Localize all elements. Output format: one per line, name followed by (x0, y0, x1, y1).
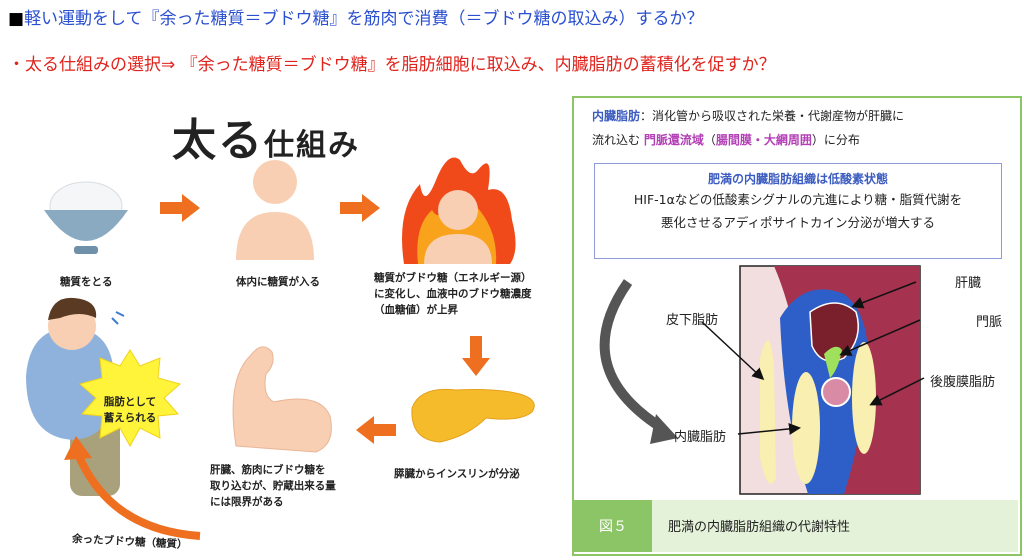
step-storage-line2: 取り込むが、貯蔵出来る量 (210, 480, 336, 492)
step-storage-line1: 肝臓、筋肉にブドウ糖を (210, 464, 326, 476)
portal-leader (839, 319, 921, 356)
portal-vein-shape (824, 346, 842, 378)
flexed-arm-icon (232, 346, 332, 453)
label-retroperitoneal-fat: 後腹膜脂肪 (930, 375, 996, 390)
hypoxia-line2: 悪化させるアディポサイトカイン分泌が増大する (660, 215, 936, 230)
headline-muscle: ■軽い運動をして『余った糖質＝ブドウ糖』を筋肉で消費（＝ブドウ糖の取込み）するか… (8, 4, 704, 29)
visceral-fat-shape (792, 372, 820, 484)
label-subcutaneous-fat: 皮下脂肪 (666, 313, 719, 328)
intro-term: 内臓脂肪 (592, 109, 641, 123)
headline-muscle-text: 軽い運動をして『余った糖質＝ブドウ糖』を筋肉で消費（＝ブドウ糖の取込み）するか？ (24, 9, 704, 29)
intro-text-b: 流れ込む (592, 133, 641, 147)
arrow-right-1 (160, 194, 200, 222)
burst-line2: 蓄えられる (103, 412, 157, 424)
mechanism-title-big: 太る (172, 115, 264, 166)
step-eat-carbs: 糖質をとる (60, 276, 113, 288)
anatomy-diagram (599, 265, 925, 495)
visceral-leader (737, 422, 801, 435)
intro-text-a: ：消化管から吸収された栄養・代謝産物が肝臓に (640, 109, 905, 123)
intro-text-c: ）に分布 (811, 133, 860, 147)
burst-text: 脂肪として 蓄えられる (102, 394, 158, 426)
fat-burst-icon (78, 349, 182, 448)
hypoxia-title: 肥満の内臓脂肪組織は低酸素状態 (707, 172, 888, 186)
fire-person-icon (402, 157, 516, 264)
step-storage-limit: 肝臓、筋肉にブドウ糖を 取り込むが、貯蔵出来る量 には限界がある (210, 462, 336, 510)
intro-region-detail: 腸間膜・大網周囲 (715, 133, 812, 147)
arrow-left (356, 416, 396, 444)
intro-region: 門脈還流域 (643, 133, 704, 147)
curved-arrow-head (64, 436, 92, 460)
hypoxia-line1: HIF-1αなどの低酸素シグナルの亢進により糖・脂質代謝を (633, 192, 963, 207)
curved-arrow (74, 452, 201, 540)
intro-paren-open: （ (703, 133, 716, 147)
visceral-fat-intro: 内臓脂肪：消化管から吸収された栄養・代謝産物が肝臓に 流れ込む 門脈還流域（腸間… (592, 104, 1002, 152)
arrow-down (462, 336, 490, 376)
liver-leader (851, 281, 917, 309)
label-visceral-fat: 内臓脂肪 (674, 430, 727, 445)
step-glucose-rise-line2: に変化し、血液中のブドウ糖濃度 (374, 288, 532, 300)
pancreas-icon (411, 388, 535, 443)
mechanism-illustration (26, 157, 535, 540)
bullet-square: ■ (8, 9, 25, 29)
step-carbs-enter: 体内に糖質が入る (236, 276, 320, 288)
step-glucose-rise-line1: 糖質がブドウ糖（エネルギー源） (374, 272, 532, 284)
step-storage-line3: には限界がある (210, 496, 284, 508)
step-glucose-rise: 糖質がブドウ糖（エネルギー源） に変化し、血液中のブドウ糖濃度 （血糖値）が上昇 (374, 270, 532, 318)
headline-fat: ・太る仕組みの選択⇒ 『余った糖質＝ブドウ糖』を脂肪細胞に取込み、内臓脂肪の蓄積… (8, 55, 776, 75)
kidney-shape (821, 377, 851, 407)
pointer-curve-arrow (599, 279, 665, 433)
rice-bowl-icon (44, 181, 128, 254)
figure-number: 図５ (574, 500, 652, 552)
retroperitoneal-fat-shape (852, 342, 876, 454)
step-insulin: 膵臓からインスリンが分泌 (394, 468, 520, 480)
label-portal-vein: 門脈 (976, 315, 1003, 330)
mechanism-title-small: 仕組み (264, 128, 360, 163)
figure-caption: 肥満の内臓脂肪組織の代謝特性 (668, 520, 851, 535)
label-liver: 肝臓 (955, 276, 982, 291)
arrow-right-2 (340, 194, 380, 222)
burst-line1: 脂肪として (103, 396, 157, 408)
person-icon (236, 160, 314, 260)
step-glucose-rise-line3: （血糖値）が上昇 (374, 304, 458, 316)
subcut-leader (701, 321, 765, 381)
retro-leader (869, 377, 925, 406)
hypoxia-box: 肥満の内臓脂肪組織は低酸素状態 HIF-1αなどの低酸素シグナルの亢進により糖・… (594, 163, 1002, 259)
pointer-curve-head (650, 414, 678, 444)
mechanism-title: 太る仕組み (172, 104, 360, 168)
